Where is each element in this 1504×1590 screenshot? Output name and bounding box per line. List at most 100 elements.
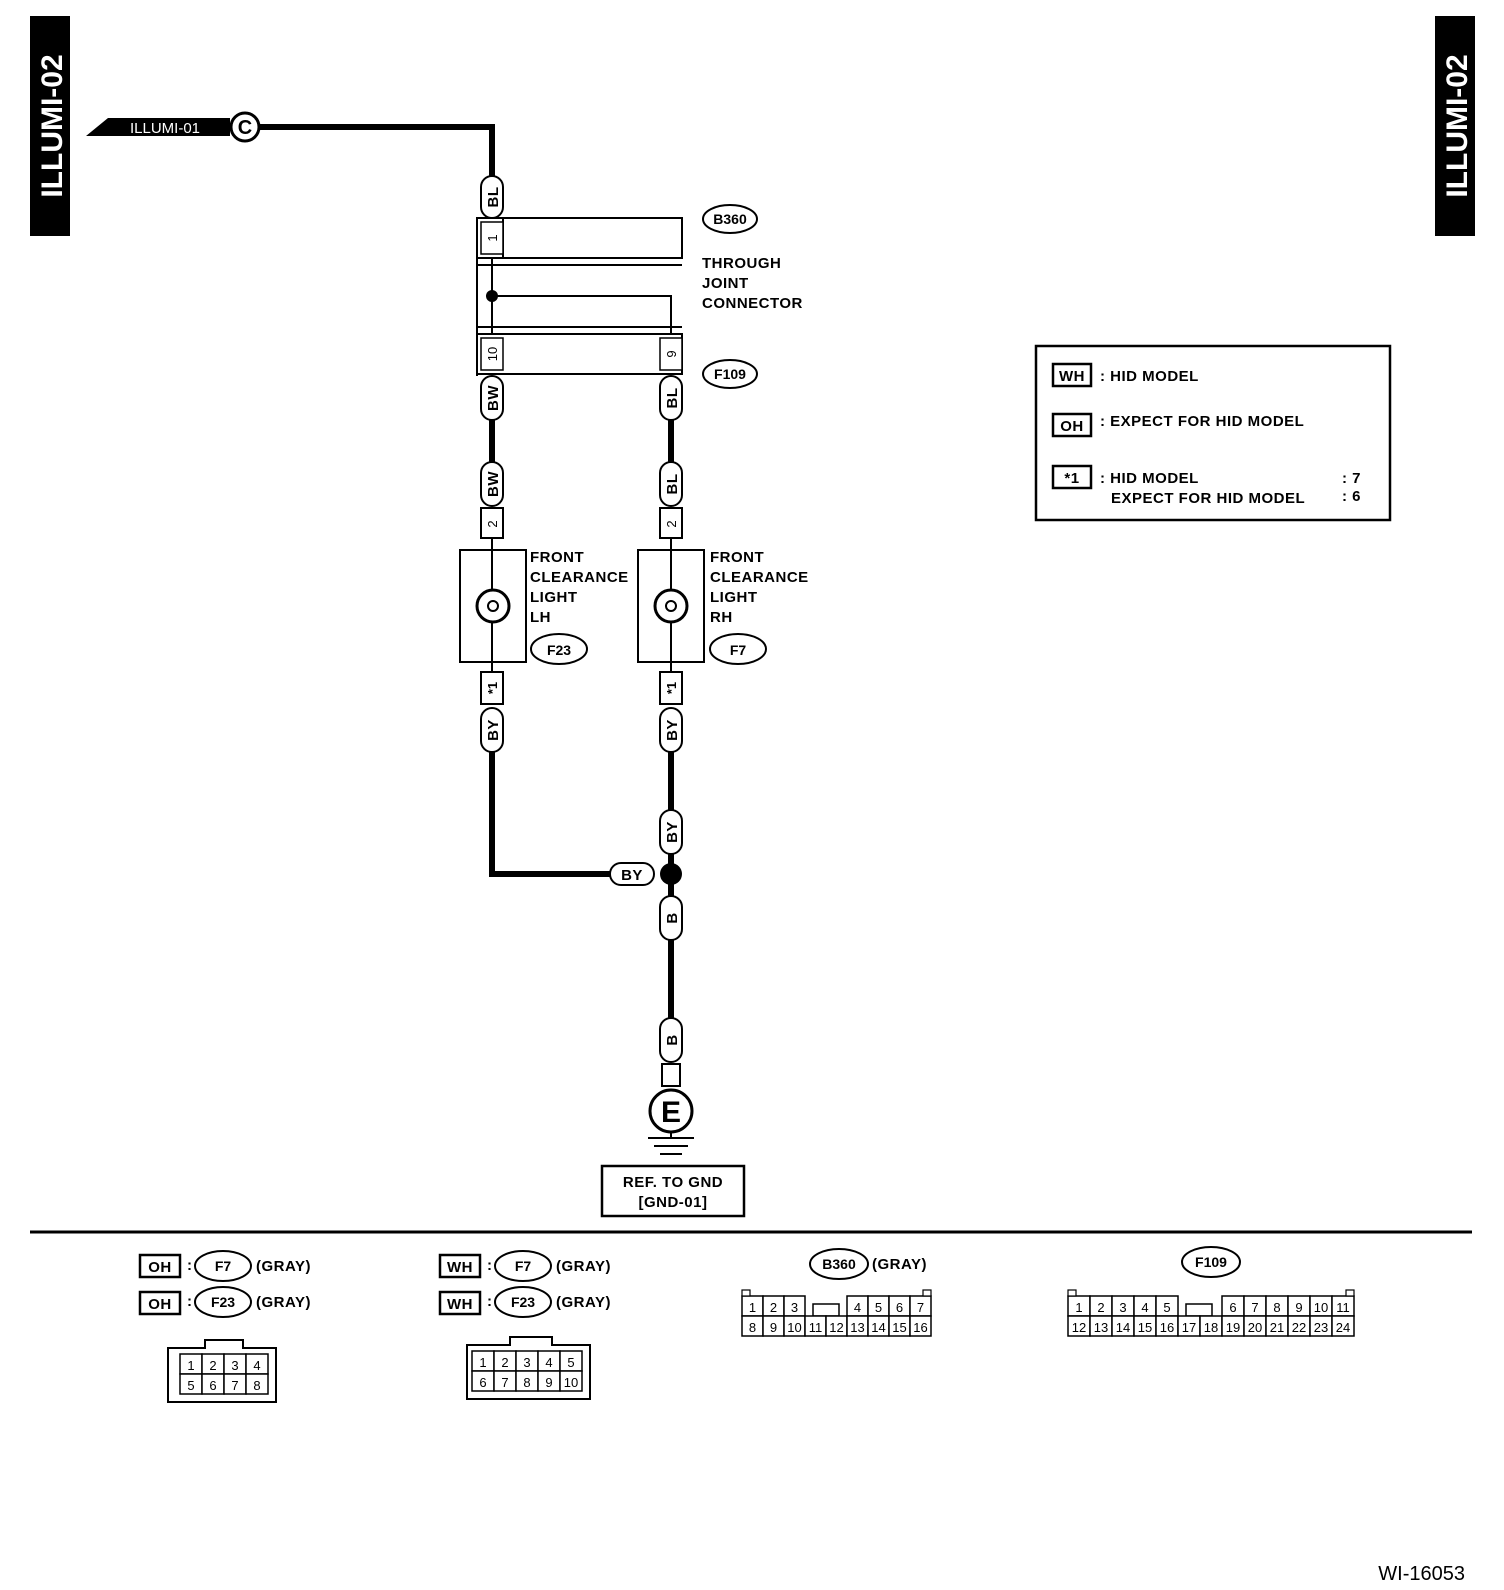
pin-label: 3 <box>1119 1300 1126 1315</box>
through-joint-line: JOINT <box>702 275 749 292</box>
pin-label: 7 <box>917 1300 924 1315</box>
pin-cell <box>909 1315 932 1337</box>
b360-badge: B360 <box>702 204 758 234</box>
wire-tag-text: BY <box>485 719 502 741</box>
wire-tag-text: BY <box>664 719 681 741</box>
connector-latch <box>1067 1289 1077 1297</box>
b360-view-id: B360 <box>822 1256 856 1272</box>
wire-tag-text: BL <box>664 388 681 409</box>
pin-label: 11 <box>1336 1300 1350 1315</box>
pin-label: 5 <box>567 1355 574 1370</box>
wire-tag-text: BW <box>485 385 502 411</box>
pin-label: 4 <box>854 1300 861 1315</box>
pin-label: 10 <box>564 1375 578 1390</box>
svg-text::: : <box>487 1257 493 1274</box>
f23-badge-text: F23 <box>547 642 571 658</box>
pin-label: 5 <box>187 1378 194 1393</box>
lamp-lh-line: FRONT <box>530 549 584 566</box>
pin-label: 16 <box>1160 1320 1174 1335</box>
lamp-rh-label: FRONT CLEARANCE LIGHT RH <box>710 549 809 626</box>
oh-color-1: (GRAY) <box>256 1258 311 1275</box>
pin-label: 7 <box>1251 1300 1258 1315</box>
wire-tag-text: BY <box>664 821 681 843</box>
legend-wh-text: : HID MODEL <box>1100 368 1199 385</box>
pin-label: 14 <box>1116 1320 1130 1335</box>
wire-tag-b-lower: B <box>659 1017 683 1063</box>
f109-view-id: F109 <box>1195 1254 1227 1270</box>
wire-tag-bl-lower: BL <box>659 461 683 507</box>
pin-label: 13 <box>850 1320 864 1335</box>
connector-latch <box>922 1289 932 1297</box>
oh-c2: F23 <box>211 1294 235 1310</box>
wire-tag-by-left: BY <box>480 707 504 753</box>
pin-label: 2 <box>501 1355 508 1370</box>
lamp-rh-line: FRONT <box>710 549 764 566</box>
pin-label: 11 <box>809 1320 823 1335</box>
right-tab-label: ILLUMI-02 <box>1441 54 1474 197</box>
ground-ref-line2: [GND-01] <box>638 1194 707 1211</box>
pin-label: 3 <box>231 1358 238 1373</box>
wire-tag-b-upper: B <box>659 895 683 941</box>
pin-label: 14 <box>871 1320 885 1335</box>
source-reference: ILLUMI-01 C <box>86 111 261 143</box>
left-tab-label: ILLUMI-02 <box>36 54 69 197</box>
wh-tag-2: WH <box>447 1296 473 1313</box>
pin-label: 1 <box>187 1358 194 1373</box>
junction-dot <box>486 290 498 302</box>
f23-badge: F23 <box>530 633 588 665</box>
svg-text::: : <box>187 1257 193 1274</box>
through-joint-label: THROUGH JOINT CONNECTOR <box>702 255 802 312</box>
pin-label: 1 <box>1075 1300 1082 1315</box>
pin-rh-star: *1 <box>664 682 679 694</box>
lamp-rh-line: RH <box>710 609 733 626</box>
pin-label: 2 <box>770 1300 777 1315</box>
through-joint-line: THROUGH <box>702 255 781 272</box>
f7-badge: F7 <box>709 633 767 665</box>
pin-label: 12 <box>1072 1320 1086 1335</box>
pin-label: 9 <box>1295 1300 1302 1315</box>
pin-label: 2 <box>1097 1300 1104 1315</box>
wire-tag-text: BY <box>621 867 643 884</box>
bulb-icon <box>653 588 689 624</box>
pin-label: 18 <box>1204 1320 1218 1335</box>
pin-lh-2: 2 <box>485 520 500 527</box>
pin-label: 19 <box>1226 1320 1240 1335</box>
f109-badge-text: F109 <box>714 366 746 382</box>
pin-label: 4 <box>253 1358 260 1373</box>
legend-box: WH : HID MODEL OH : EXPECT FOR HID MODEL… <box>1034 344 1392 522</box>
pin-label: 16 <box>913 1320 927 1335</box>
splice-point <box>660 863 682 885</box>
pin-label: 7 <box>231 1378 238 1393</box>
pin-label: 5 <box>1163 1300 1170 1315</box>
wire-tag-text: B <box>664 912 681 923</box>
wire-tag-bl-top: BL <box>480 175 504 219</box>
legend-oh-text: : EXPECT FOR HID MODEL <box>1100 413 1304 430</box>
wh-c1: F7 <box>515 1258 532 1274</box>
wh-color-1: (GRAY) <box>556 1258 611 1275</box>
connector-latch <box>741 1289 751 1297</box>
pin-label: 6 <box>896 1300 903 1315</box>
pin-label: 1 <box>749 1300 756 1315</box>
legend-star-val1: : 7 <box>1342 470 1361 487</box>
wire-tag-bw-lower: BW <box>480 461 504 507</box>
through-joint-connector: 1 10 9 <box>476 217 683 376</box>
oh-tag-1: OH <box>148 1259 172 1276</box>
svg-text::: : <box>187 1293 193 1310</box>
pin-label: 4 <box>1141 1300 1148 1315</box>
wire-tag-bw-upper: BW <box>480 375 504 421</box>
figure-id: WI-16053 <box>1378 1563 1465 1585</box>
wire-tag-text: BW <box>485 471 502 497</box>
left-tab: ILLUMI-02 <box>30 16 70 236</box>
lamp-rh-line: CLEARANCE <box>710 569 809 586</box>
oh-tag-2: OH <box>148 1296 172 1313</box>
pin-label: 7 <box>501 1375 508 1390</box>
pin-cell <box>245 1373 269 1395</box>
pin-label: 2 <box>209 1358 216 1373</box>
pin-label: 15 <box>892 1320 906 1335</box>
pin-label: 3 <box>791 1300 798 1315</box>
pin-label: 24 <box>1336 1320 1350 1335</box>
legend-star-val2: : 6 <box>1342 488 1361 505</box>
b360-badge-text: B360 <box>713 211 747 227</box>
wire-tag-by-join: BY <box>609 862 655 886</box>
